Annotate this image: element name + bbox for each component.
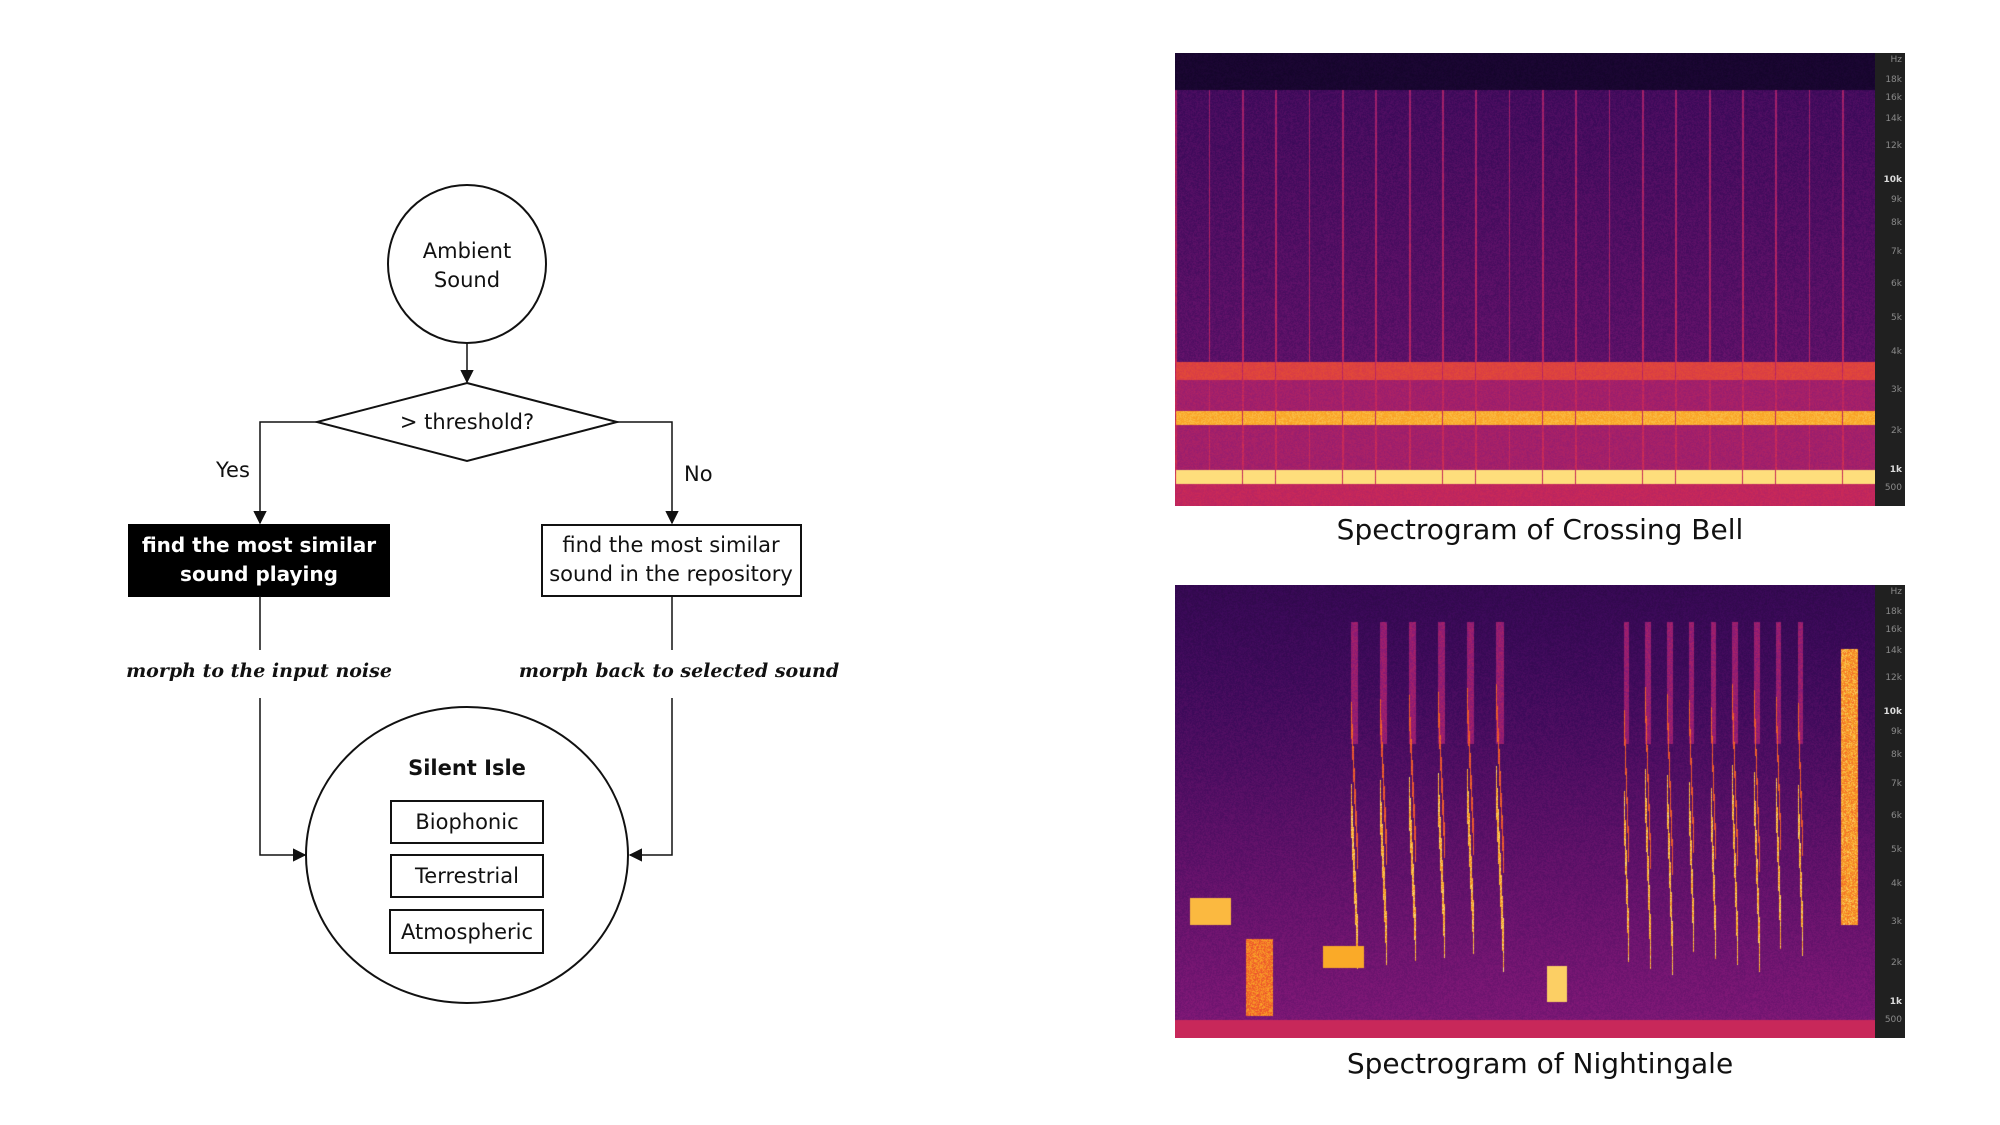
edge-yes: [253, 421, 317, 525]
start-node-ambient-sound: Ambient Sound: [387, 184, 547, 344]
spectrogram-nightingale: Hz 18k 16k 14k 12k 10k 9k 8k 7k 6k 5k 4k 3k 2k 1k 500: [1175, 585, 1905, 1038]
box-left-line1: find the most similar: [142, 533, 376, 557]
axis-tick-500: 500: [1884, 482, 1902, 493]
spectrogram-nightingale-image: [1175, 585, 1875, 1038]
caption-nightingale: Spectrogram of Nightingale: [1346, 1047, 1734, 1080]
start-node-line2: Sound: [434, 268, 500, 292]
box-right-line1: find the most similar: [562, 533, 780, 557]
edge-left-to-end: [259, 698, 307, 862]
axis-tick-5k: 5k: [1891, 845, 1902, 855]
decision-threshold: > threshold?: [313, 381, 621, 463]
axis-tick-12k: 12k: [1885, 672, 1902, 683]
box-right-line2: sound in the repository: [549, 562, 793, 586]
decision-label: > threshold?: [400, 410, 534, 434]
axis-tick-6k: 6k: [1891, 279, 1902, 290]
caption-crossing-bell: Spectrogram of Crossing Bell: [1336, 513, 1744, 546]
edge-no: [617, 421, 679, 525]
right-edge-label: morph back to selected sound: [519, 660, 839, 682]
spectrogram-crossing-bell-image: [1175, 53, 1875, 506]
end-node-silent-isle: Silent Isle Biophonic Terrestrial Atmosp…: [305, 706, 629, 1004]
axis-tick-4k: 4k: [1891, 878, 1902, 889]
axis-tick-9k: 9k: [1891, 195, 1902, 206]
axis-tick-3k: 3k: [1891, 385, 1902, 396]
axis-tick-18k: 18k: [1885, 607, 1902, 618]
category-box-atmospheric: [389, 909, 544, 954]
category-box-biophonic: [390, 800, 544, 844]
axis-tick-12k: 12k: [1885, 140, 1902, 151]
category-biophonic: Biophonic: [415, 810, 518, 834]
axis-tick-18k: 18k: [1885, 75, 1902, 86]
axis-tick-10k: 10k: [1883, 706, 1902, 717]
axis-tick-16k: 16k: [1885, 625, 1902, 636]
axis-tick-4k: 4k: [1891, 346, 1902, 357]
axis-tick-7k: 7k: [1891, 779, 1902, 790]
axis-tick-14k: 14k: [1885, 113, 1902, 124]
axis-unit-1: Hz: [1890, 55, 1903, 65]
axis-tick-10k: 10k: [1883, 174, 1902, 185]
axis-tick-8k: 8k: [1891, 749, 1902, 760]
silent-isle-title: Silent Isle: [408, 756, 526, 780]
box-most-similar-playing: find the most similar sound playing: [128, 524, 390, 597]
axis-tick-2k: 2k: [1891, 958, 1902, 969]
axis-tick-500: 500: [1884, 1014, 1902, 1025]
frequency-axis-1: Hz 18k 16k 14k 12k 10k 9k 8k 7k 6k 5k 4k 3k 2k 1k 500: [1875, 53, 1905, 506]
edge-right-to-end: [628, 698, 673, 862]
axis-tick-7k: 7k: [1891, 247, 1902, 258]
left-edge-label: morph to the input noise: [126, 660, 392, 682]
axis-tick-1k: 1k: [1889, 464, 1902, 475]
axis-tick-16k: 16k: [1885, 93, 1902, 104]
axis-unit-2: Hz: [1890, 587, 1903, 597]
category-atmospheric: Atmospheric: [401, 920, 533, 944]
axis-tick-9k: 9k: [1891, 727, 1902, 738]
frequency-axis-2: Hz 18k 16k 14k 12k 10k 9k 8k 7k 6k 5k 4k 3k 2k 1k 500: [1875, 585, 1905, 1038]
start-node-line1: Ambient: [423, 239, 511, 263]
axis-tick-5k: 5k: [1891, 313, 1902, 323]
axis-tick-2k: 2k: [1891, 426, 1902, 437]
category-box-terrestrial: [390, 854, 544, 898]
yes-label: Yes: [215, 458, 250, 482]
no-label: No: [684, 462, 713, 486]
box-most-similar-repository: find the most similar sound in the repos…: [541, 524, 802, 597]
spectrogram-crossing-bell: Hz 18k 16k 14k 12k 10k 9k 8k 7k 6k 5k 4k 3k 2k 1k 500: [1175, 53, 1905, 506]
axis-tick-8k: 8k: [1891, 217, 1902, 228]
flowchart: Ambient Sound > threshold? Yes No find t…: [126, 184, 839, 1004]
category-terrestrial: Terrestrial: [414, 864, 519, 888]
axis-tick-1k: 1k: [1889, 996, 1902, 1007]
axis-tick-14k: 14k: [1885, 645, 1902, 656]
axis-tick-3k: 3k: [1891, 917, 1902, 928]
axis-tick-6k: 6k: [1891, 811, 1902, 822]
box-left-line2: sound playing: [180, 562, 338, 586]
